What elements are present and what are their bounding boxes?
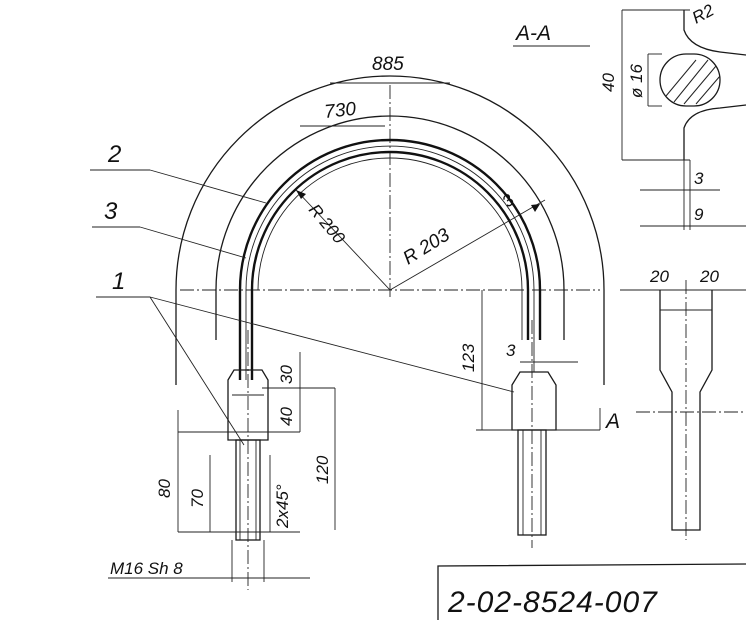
outer-arc-885 <box>175 75 605 385</box>
callout-1-label: 1 <box>112 268 125 295</box>
pad-line <box>257 157 523 340</box>
side-dim-b-label: 20 <box>699 267 719 286</box>
side-dim-a-label: 20 <box>649 267 669 286</box>
section-hatching <box>665 59 721 105</box>
right-collar <box>511 371 557 431</box>
section-rod-circle <box>659 53 721 107</box>
radius-200-leader <box>295 189 391 291</box>
radius-203-arrow <box>531 204 540 212</box>
callout-1-leader-a <box>149 296 245 446</box>
section-height-label: 40 <box>599 73 618 92</box>
thickness-mid-label: 3 <box>506 341 516 360</box>
len-70-label: 70 <box>188 489 207 508</box>
dim-730-label: 730 <box>323 99 357 123</box>
radius-200-arrow <box>296 190 306 199</box>
title-block-frame <box>437 563 746 620</box>
callout-1-leader-b <box>149 296 515 393</box>
section-lower-profile <box>683 104 746 160</box>
section-dia-label: ø 16 <box>627 63 646 98</box>
section-title: A-A <box>514 22 551 45</box>
callout-2-label: 2 <box>107 141 121 168</box>
callout-3-leader <box>139 226 247 259</box>
section-thick-label: 3 <box>694 169 704 188</box>
section-upper-profile <box>683 10 746 56</box>
drawing-number: 2-02-8524-007 <box>447 586 658 619</box>
section-width-label: 9 <box>694 205 704 224</box>
ubolt-outer-edge <box>238 138 542 380</box>
callout-3-label: 3 <box>104 198 118 225</box>
left-collar <box>227 369 269 441</box>
arc-730 <box>215 115 565 340</box>
section-radius-label: R2 <box>689 0 718 27</box>
dim-885-label: 885 <box>372 54 404 75</box>
chamfer-label: 2x45° <box>273 484 292 529</box>
len-120-label: 120 <box>313 455 332 484</box>
section-marker-label: A <box>604 410 620 433</box>
radius-200-label: R 200 <box>305 200 349 247</box>
ubolt-midline <box>245 145 535 380</box>
len-80-label: 80 <box>155 479 174 498</box>
radius-203-leader <box>389 199 546 291</box>
radius-203-label: R 203 <box>400 224 454 269</box>
ubolt-inner-edge <box>250 150 530 380</box>
thread-label: M16 Sh 8 <box>110 559 183 578</box>
len-40-label: 40 <box>277 407 296 426</box>
len-30-label: 30 <box>277 365 296 384</box>
len-123-label: 123 <box>459 343 478 372</box>
callout-2-leader <box>149 169 267 204</box>
side-view-body <box>659 290 713 531</box>
